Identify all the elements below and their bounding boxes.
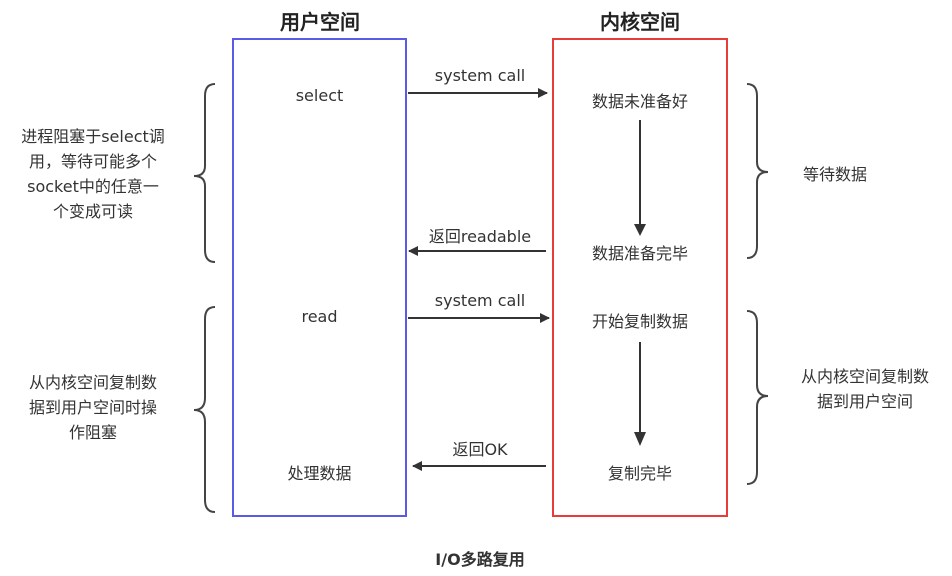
user-item-process-data: 处理数据 <box>287 464 352 483</box>
right-annotation-wait-data: 等待数据 <box>780 162 890 187</box>
arrow-label-system-call-1: system call <box>434 66 526 85</box>
user-space-title: 用户空间 <box>280 10 360 34</box>
user-item-read: read <box>301 307 338 326</box>
annotation-line: 作阻塞 <box>68 423 117 442</box>
annotation-line: 据到用户空间时操 <box>28 398 157 417</box>
annotation-line: 等待数据 <box>802 165 867 184</box>
right-brace-wait <box>746 83 769 259</box>
kernel-space-box <box>552 38 728 517</box>
arrow-label-return-ok: 返回OK <box>452 440 508 459</box>
left-brace-read <box>193 306 216 513</box>
annotation-line: 从内核空间复制数 <box>800 367 929 386</box>
annotation-line: 据到用户空间 <box>816 392 913 411</box>
right-brace-copy <box>746 310 769 485</box>
arrow-label-return-readable: 返回readable <box>428 227 532 246</box>
kernel-item-data-ready: 数据准备完毕 <box>591 244 688 263</box>
arrowhead-kernel-wait <box>634 224 646 236</box>
kernel-item-copy-done: 复制完毕 <box>607 464 672 483</box>
user-item-select: select <box>295 86 344 105</box>
annotation-line: 个变成可读 <box>52 202 133 221</box>
annotation-line: socket中的任意一 <box>27 177 159 196</box>
arrow-label-system-call-2: system call <box>434 291 526 310</box>
user-space-box <box>232 38 407 517</box>
annotation-line: 进程阻塞于select调 <box>21 127 165 146</box>
kernel-item-data-not-ready: 数据未准备好 <box>591 92 688 111</box>
kernel-item-start-copy: 开始复制数据 <box>591 312 688 331</box>
kernel-space-title: 内核空间 <box>600 10 680 34</box>
annotation-line: 从内核空间复制数 <box>28 373 157 392</box>
annotation-line: 用，等待可能多个 <box>28 152 157 171</box>
arrowhead-kernel-copy <box>634 432 646 446</box>
left-brace-select <box>193 83 216 263</box>
left-annotation-copy-blocking: 从内核空间复制数 据到用户空间时操 作阻塞 <box>0 370 186 445</box>
diagram-caption: I/O多路复用 <box>435 550 525 569</box>
right-annotation-copy-data: 从内核空间复制数 据到用户空间 <box>778 364 952 414</box>
left-annotation-select-blocking: 进程阻塞于select调 用，等待可能多个 socket中的任意一 个变成可读 <box>0 124 186 224</box>
